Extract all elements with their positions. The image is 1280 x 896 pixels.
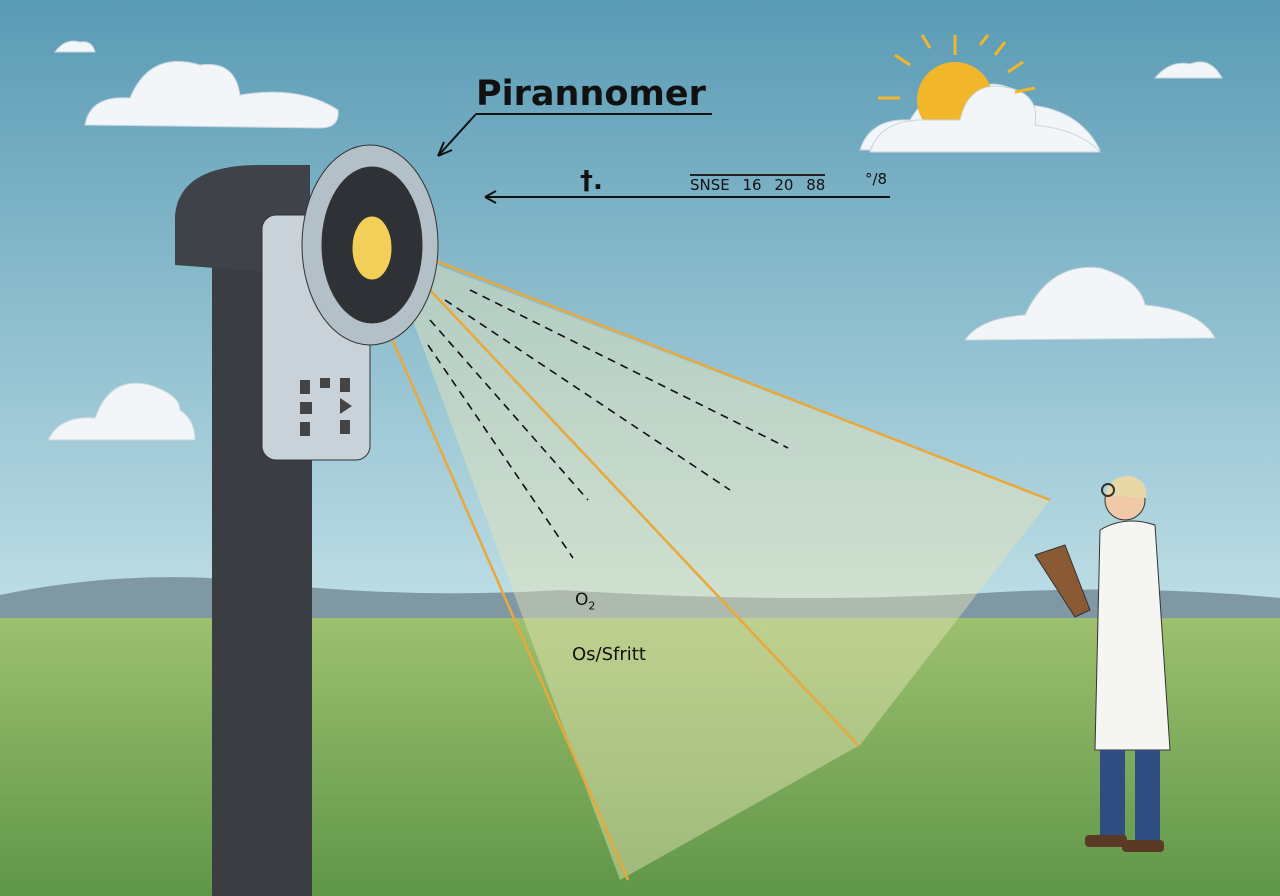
readout-unit: °/8	[865, 170, 888, 188]
scientist	[1034, 475, 1171, 852]
gas-label-sub: 2	[588, 599, 596, 613]
gas-label-main: O	[575, 590, 589, 610]
light-beam	[385, 245, 1050, 880]
hills	[0, 577, 1280, 630]
measurement-arrows	[427, 289, 789, 559]
symbol-label: †.	[580, 166, 603, 196]
beam-rays	[360, 243, 1051, 881]
sensor-dome	[351, 215, 393, 281]
readout-value: SNSE 16 20 88	[690, 174, 826, 194]
diagram-title: Pirannomer	[476, 74, 706, 114]
flux-label: Os/Sfritt	[572, 644, 646, 665]
clipboard	[1034, 544, 1091, 618]
gas-label: O2	[575, 590, 595, 612]
sun-icon	[869, 34, 1102, 153]
